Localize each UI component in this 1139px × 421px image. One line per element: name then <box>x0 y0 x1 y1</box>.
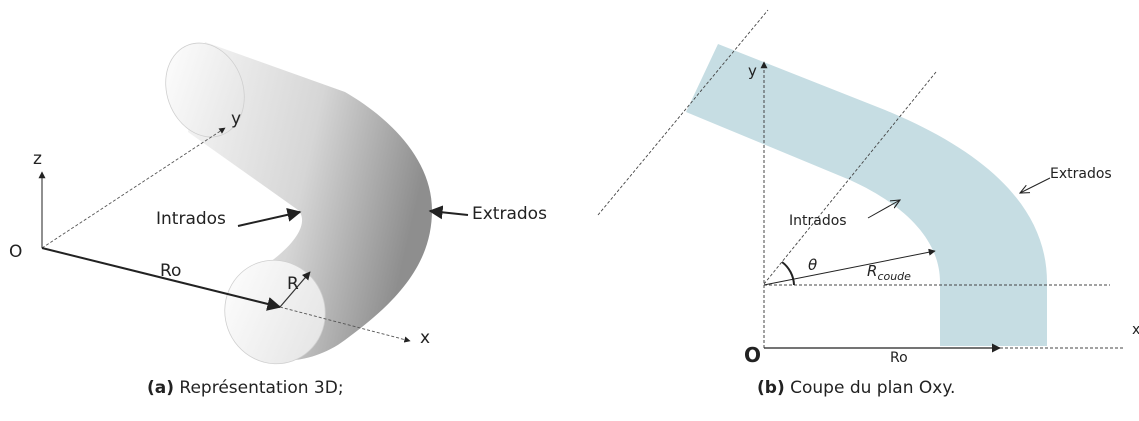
label-extrados-b: Extrados <box>1050 166 1112 182</box>
label-extrados-a: Extrados <box>472 204 547 224</box>
label-intrados-b: Intrados <box>789 213 847 229</box>
theta-arc <box>781 261 795 286</box>
r-vector <box>279 271 311 308</box>
caption-a-text: Représentation 3D; <box>179 378 344 398</box>
extrados-arrow-a <box>428 205 469 220</box>
figure-a: z y O Ro R x Intrados Extrados <box>9 42 547 365</box>
label-theta: θ <box>808 256 817 274</box>
label-intrados-a: Intrados <box>156 209 226 229</box>
ro-vector <box>41 247 282 311</box>
pipe-bottom-cap <box>224 259 326 365</box>
dashed-outer-line <box>597 9 769 216</box>
y-axis-3d <box>41 127 226 249</box>
label-y-2d: y <box>748 62 757 80</box>
label-ro-b: Ro <box>890 350 908 366</box>
label-r-coude-subscript: coude <box>877 270 911 283</box>
label-x-3d: x <box>420 328 430 348</box>
label-x-2d: x <box>1132 322 1139 338</box>
label-r-coude: Rcoude <box>867 262 911 283</box>
figure-b: y O Ro x θ Rcoude Intrados Extrados <box>597 9 1139 367</box>
label-r: R <box>287 274 299 294</box>
caption-a-tag: (a) <box>147 378 175 398</box>
label-y-3d: y <box>231 109 241 129</box>
intrados-arrow-a <box>237 207 302 227</box>
pipe-top-cap <box>165 42 245 138</box>
label-z: z <box>33 149 42 169</box>
label-origin-b: O <box>744 343 761 367</box>
caption-a: (a) Représentation 3D; <box>147 378 344 398</box>
label-ro-a: Ro <box>160 261 181 281</box>
caption-b-text: Coupe du plan Oxy. <box>790 378 956 398</box>
caption-b-tag: (b) <box>757 378 785 398</box>
pipe-elbow-body <box>188 42 432 361</box>
extrados-arrow-b <box>1020 177 1051 193</box>
dashed-inner-line <box>763 71 937 285</box>
intrados-arrow-b <box>867 200 900 219</box>
label-origin-a: O <box>9 242 22 262</box>
caption-b: (b) Coupe du plan Oxy. <box>757 378 955 398</box>
section-fill <box>686 44 1047 346</box>
x-axis-3d <box>279 306 411 343</box>
